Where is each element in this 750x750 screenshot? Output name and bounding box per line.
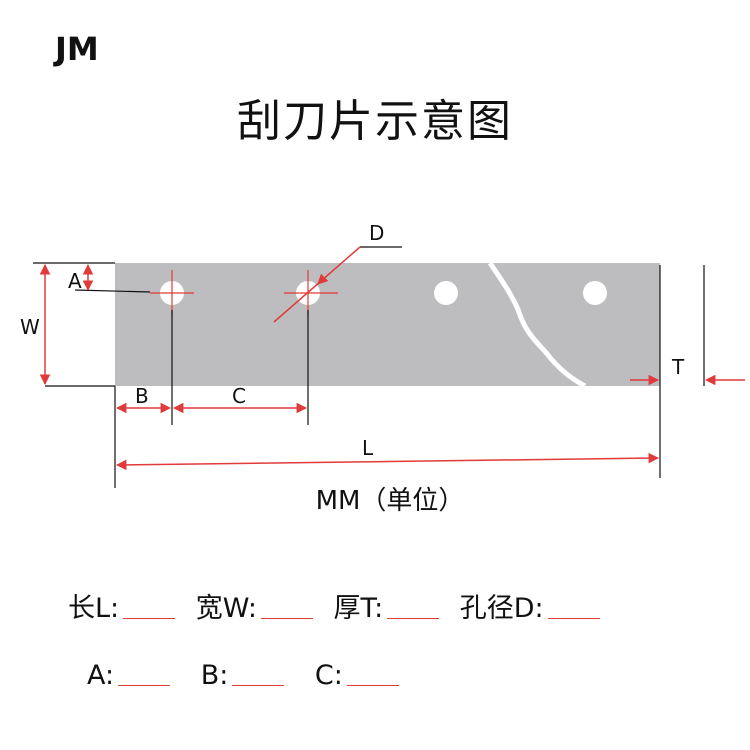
spec-c-blank[interactable]: [346, 684, 399, 686]
hole-3: [434, 281, 458, 305]
spec-a-blank[interactable]: [118, 684, 171, 686]
spec-hole-diameter-blank[interactable]: [547, 617, 600, 619]
spec-thickness: 厚T:: [334, 586, 440, 625]
brand-logo: JM: [55, 30, 99, 68]
spec-row-2: A: B: C:: [87, 660, 421, 691]
spec-a-label: A:: [87, 660, 115, 691]
blade-break-line: [487, 261, 587, 389]
spec-length-label: 长L:: [68, 593, 120, 624]
spec-hole-diameter: 孔径D:: [460, 586, 600, 625]
label-d: D: [369, 221, 384, 245]
label-t: T: [671, 355, 685, 379]
spec-row-1: 长L: 宽W: 厚T: 孔径D:: [68, 586, 612, 625]
hole-4: [583, 281, 607, 305]
page-title: 刮刀片示意图: [237, 96, 513, 147]
spec-width-label: 宽W:: [195, 593, 257, 624]
label-b: B: [135, 384, 149, 408]
spec-length-blank[interactable]: [123, 617, 176, 619]
label-a: A: [68, 269, 82, 293]
spec-b-label: B:: [200, 660, 229, 691]
spec-hole-diameter-label: 孔径D:: [459, 593, 544, 624]
spec-c: C:: [315, 660, 399, 691]
spec-length: 长L:: [68, 586, 176, 625]
label-c: C: [232, 384, 246, 408]
spec-b: B:: [201, 660, 285, 691]
spec-width-blank[interactable]: [260, 617, 313, 619]
spec-a: A:: [87, 660, 171, 691]
label-w: W: [20, 315, 40, 339]
blade-body: [115, 263, 660, 386]
spec-b-blank[interactable]: [232, 684, 285, 686]
spec-thickness-label: 厚T:: [333, 593, 384, 624]
spec-thickness-blank[interactable]: [387, 617, 440, 619]
label-l: L: [362, 436, 374, 460]
spec-width: 宽W:: [196, 586, 313, 625]
unit-label: MM（单位）: [315, 486, 465, 516]
spec-c-label: C:: [314, 660, 343, 691]
